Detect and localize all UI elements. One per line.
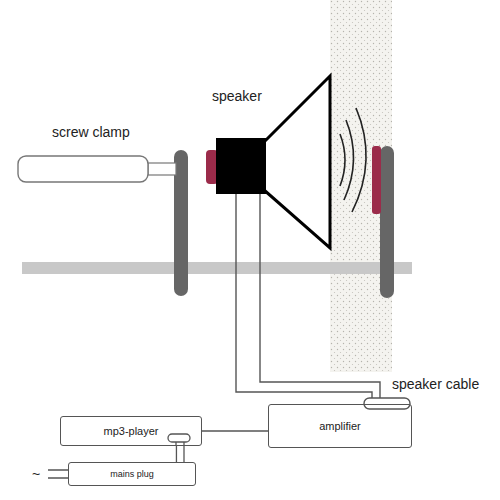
rubber-pad: [372, 146, 381, 214]
sound-wave: [352, 108, 366, 212]
shelf: [22, 262, 412, 274]
clamp-handle: [18, 156, 148, 182]
power-wire: [183, 442, 184, 462]
speaker-magnet: [216, 138, 266, 194]
cable: [176, 446, 177, 462]
power-jack: [168, 434, 190, 442]
device-box: amplifier: [268, 404, 412, 448]
device-name: amplifier: [319, 420, 361, 432]
device-box: mp3-player: [60, 416, 202, 446]
mains-wire: [48, 470, 68, 478]
speaker-cable: [260, 194, 380, 400]
part-label: speaker cable: [392, 376, 479, 392]
cable: [202, 430, 268, 431]
part-label: screw clamp: [52, 124, 130, 140]
device-box: mains plug: [68, 462, 196, 486]
speaker-cone: [264, 76, 330, 248]
sound-wave: [340, 134, 345, 186]
device-name: mp3-player: [103, 425, 158, 437]
speaker-cable: [236, 194, 372, 400]
device-name: mains plug: [110, 469, 154, 479]
part-label: speaker: [212, 88, 262, 104]
part-label: ~: [32, 466, 40, 482]
clamp-jaw: [380, 146, 394, 298]
clamp-rod: [148, 163, 176, 175]
